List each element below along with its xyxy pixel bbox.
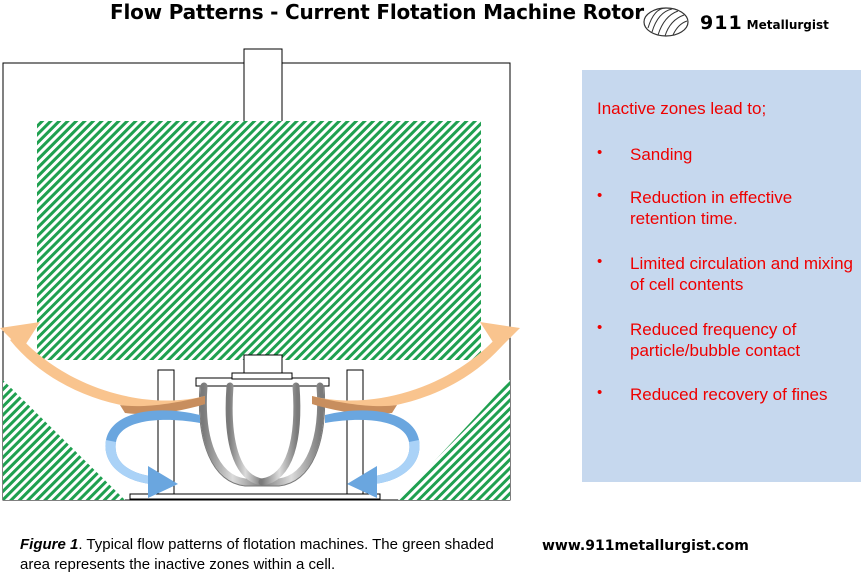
inactive-zone-left [3, 380, 125, 500]
flow-arrow-right-lower [325, 410, 420, 498]
rotor [199, 382, 325, 486]
rotor-hub-top [231, 372, 293, 380]
bullet-icon: • [597, 144, 603, 161]
shell-logo-icon [643, 7, 689, 37]
flow-arrow-right-upper [312, 322, 520, 414]
drive-shaft-lower [243, 354, 283, 374]
list-item-text: Sanding [630, 145, 693, 164]
list-item-text: Reduced recovery of fines [630, 385, 828, 404]
flotation-cell-diagram [0, 48, 520, 501]
bullet-icon: • [597, 187, 603, 204]
inactive-zone-upper [37, 121, 481, 360]
caption-label: Figure 1 [20, 536, 79, 553]
base-plate [129, 493, 381, 500]
inactive-zones-panel: Inactive zones lead to; • Sanding • Redu… [582, 70, 861, 482]
logo-number: 911 [700, 12, 743, 34]
list-item-text: Reduced frequency of particle/bubble con… [630, 320, 801, 360]
logo-word: Metallurgist [746, 18, 829, 32]
figure-caption: Figure 1. Typical flow patterns of flota… [20, 535, 500, 575]
rotor-outline [198, 385, 326, 487]
bullet-icon: • [597, 253, 603, 270]
website-link[interactable]: www.911metallurgist.com [542, 538, 749, 554]
list-item-text: Reduction in effective retention time. [630, 188, 793, 228]
flow-arrow-left-upper [0, 322, 205, 414]
stator-right [346, 369, 364, 495]
panel-heading: Inactive zones lead to; [597, 99, 767, 118]
page-title: Flow Patterns - Current Flotation Machin… [110, 0, 644, 24]
bullet-icon: • [597, 384, 603, 401]
flow-arrow-left-lower [105, 410, 200, 498]
caption-text: . Typical flow patterns of flotation mac… [20, 536, 494, 573]
bullet-icon: • [597, 319, 603, 336]
inactive-zone-right [398, 380, 510, 500]
list-item-text: Limited circulation and mixing of cell c… [630, 254, 853, 294]
